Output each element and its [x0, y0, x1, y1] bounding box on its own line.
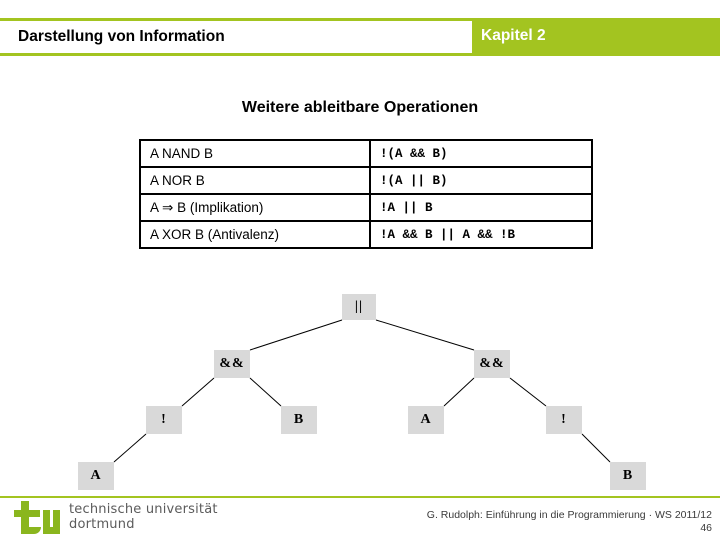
tree-edge — [509, 377, 547, 407]
operation-expression: !(A && B) — [369, 139, 593, 168]
logo-wordmark: technische universität dortmund — [69, 502, 218, 532]
operation-name: A XOR B (Antivalenz) — [139, 220, 371, 249]
page-title: Darstellung von Information — [18, 28, 225, 45]
logo-u-bottom — [43, 527, 60, 534]
tu-logo-icon — [14, 501, 60, 534]
tree-edge — [181, 377, 215, 407]
footer-credit: G. Rudolph: Einführung in die Programmie… — [426, 509, 712, 521]
operation-expression: !A && B || A && !B — [369, 220, 593, 249]
tree-edge — [249, 319, 343, 351]
logo-line-2: dortmund — [69, 517, 135, 532]
table-row: A XOR B (Antivalenz) !A && B || A && !B — [139, 220, 593, 249]
table-row: A NAND B !(A && B) — [139, 139, 593, 168]
logo-u-right — [53, 510, 60, 534]
operations-table: A NAND B !(A && B) A NOR B !(A || B) A ⇒… — [139, 139, 593, 249]
footer-divider — [0, 496, 720, 498]
logo-line-1: technische universität — [69, 502, 218, 517]
logo-u-left — [43, 510, 50, 534]
operation-name: A ⇒ B (Implikation) — [139, 193, 371, 222]
tree-edge — [443, 377, 475, 407]
chapter-label: Kapitel 2 — [481, 27, 546, 44]
operation-expression: !(A || B) — [369, 166, 593, 195]
operation-name: A NAND B — [139, 139, 371, 168]
table-row: A ⇒ B (Implikation) !A || B — [139, 193, 593, 222]
header-title-box: Darstellung von Information — [0, 21, 472, 53]
tree-edge — [113, 433, 147, 463]
page-number: 46 — [700, 522, 712, 534]
tree-edge — [249, 377, 282, 407]
tu-dortmund-logo: technische universität dortmund — [14, 501, 218, 534]
operation-expression: !A || B — [369, 193, 593, 222]
tree-edge — [581, 433, 611, 463]
logo-t-bar — [14, 510, 40, 517]
table-row: A NOR B !(A || B) — [139, 166, 593, 195]
logo-t-foot — [21, 527, 41, 534]
operation-name: A NOR B — [139, 166, 371, 195]
tree-edge — [375, 319, 475, 351]
logo-t-stem — [21, 501, 29, 534]
slide-title: Weitere ableitbare Operationen — [241, 99, 479, 116]
